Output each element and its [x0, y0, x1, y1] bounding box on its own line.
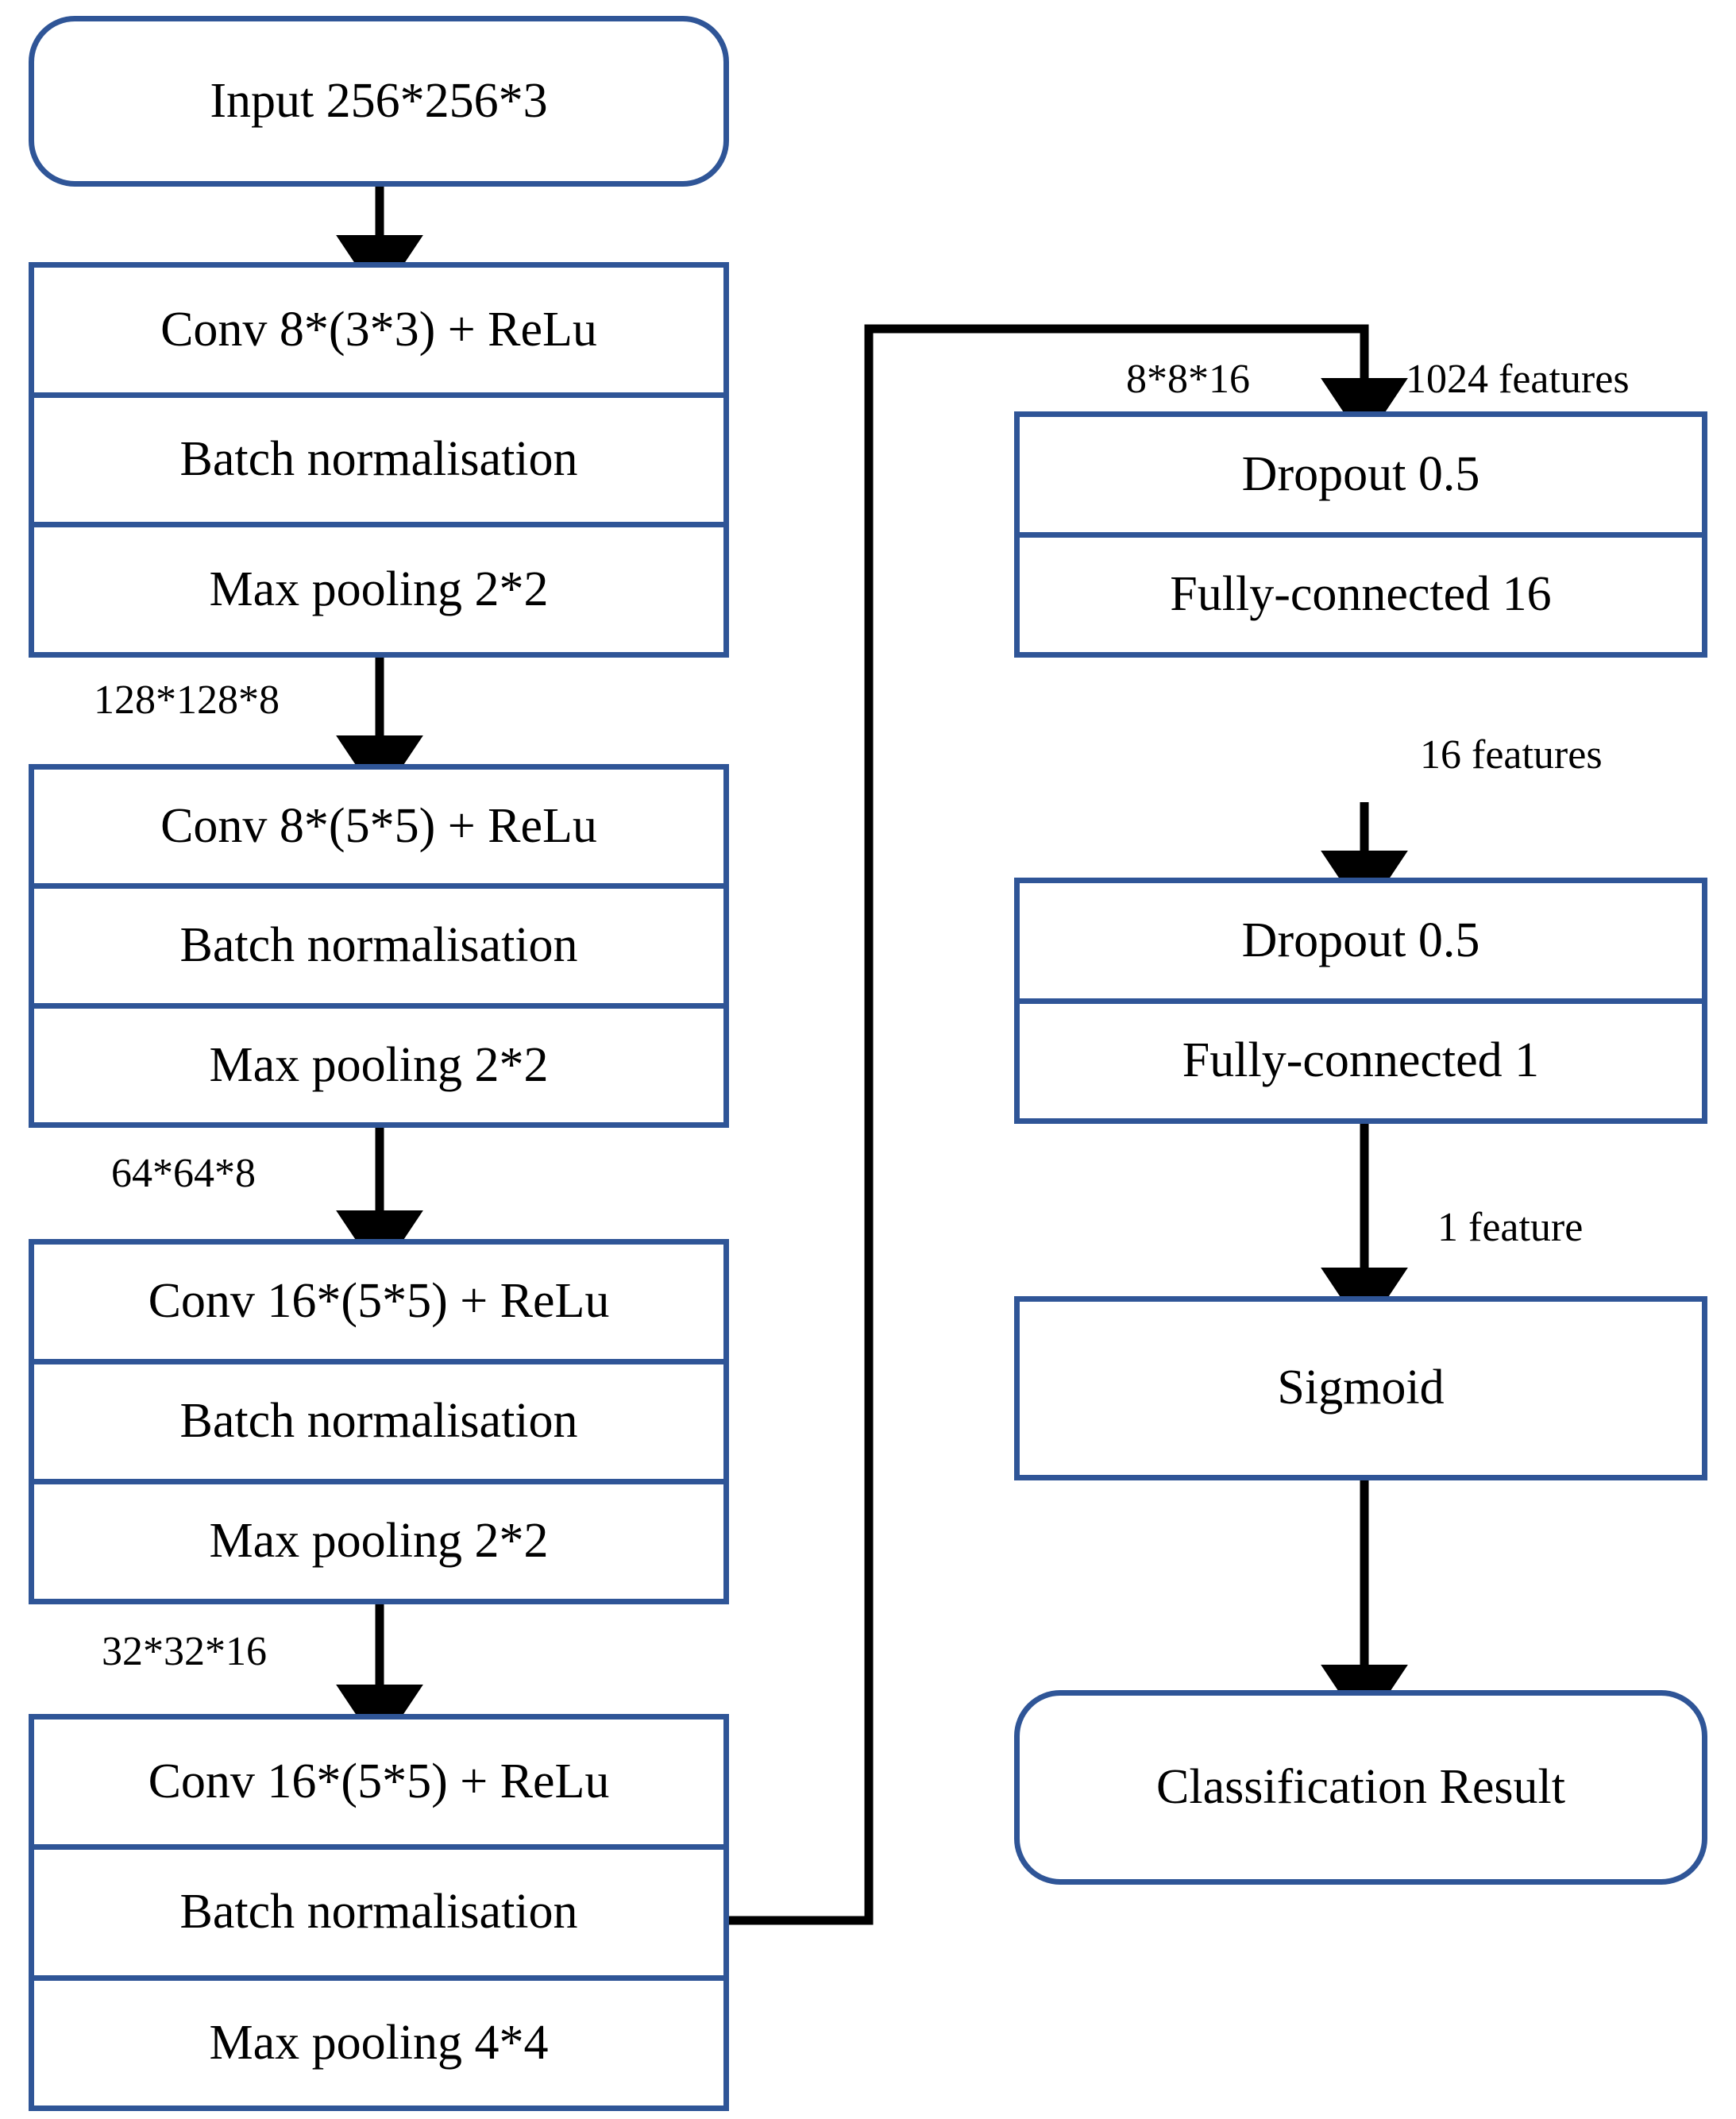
conv-block-2-row-conv[interactable]: Conv 8*(5*5) + ReLu	[34, 770, 723, 890]
conv-block-1-row-batchnorm[interactable]: Batch normalisation	[34, 398, 723, 528]
conv-block-2-row-maxpool[interactable]: Max pooling 2*2	[34, 1009, 723, 1122]
conv-block-1-row-conv-label: Conv 8*(3*3) + ReLu	[160, 302, 597, 357]
conv-block-4[interactable]: Conv 16*(5*5) + ReLu Batch normalisation…	[29, 1714, 729, 2111]
dense-block-1-row-fc-label: Fully-connected 16	[1170, 567, 1552, 622]
conv-block-2-row-batchnorm[interactable]: Batch normalisation	[34, 889, 723, 1009]
node-sigmoid-label: Sigmoid	[1277, 1361, 1445, 1415]
dense-block-2-row-fc-label: Fully-connected 1	[1182, 1033, 1540, 1088]
conv-block-3-row-batchnorm[interactable]: Batch normalisation	[34, 1364, 723, 1484]
dense-block-2[interactable]: Dropout 0.5 Fully-connected 1	[1014, 878, 1707, 1124]
conv-block-2[interactable]: Conv 8*(5*5) + ReLu Batch normalisation …	[29, 764, 729, 1128]
edge-label-64x64x8: 64*64*8	[111, 1151, 256, 1196]
conv-block-2-row-conv-label: Conv 8*(5*5) + ReLu	[160, 799, 597, 854]
conv-block-3-row-maxpool-label: Max pooling 2*2	[209, 1514, 549, 1569]
edge-label-32x32x16: 32*32*16	[102, 1629, 267, 1674]
conv-block-1-row-conv[interactable]: Conv 8*(3*3) + ReLu	[34, 268, 723, 398]
conv-block-4-row-batchnorm[interactable]: Batch normalisation	[34, 1850, 723, 1981]
conv-block-1-row-batchnorm-label: Batch normalisation	[179, 432, 578, 487]
conv-block-3-row-conv[interactable]: Conv 16*(5*5) + ReLu	[34, 1245, 723, 1364]
dense-block-1-row-dropout-label: Dropout 0.5	[1241, 446, 1480, 501]
dense-block-2-row-dropout[interactable]: Dropout 0.5	[1020, 883, 1702, 1004]
conv-block-3-row-maxpool[interactable]: Max pooling 2*2	[34, 1484, 723, 1599]
conv-block-1-row-maxpool-label: Max pooling 2*2	[209, 562, 549, 617]
node-sigmoid[interactable]: Sigmoid	[1014, 1296, 1707, 1480]
dense-block-1-row-fc[interactable]: Fully-connected 16	[1020, 538, 1702, 653]
conv-block-4-row-conv[interactable]: Conv 16*(5*5) + ReLu	[34, 1720, 723, 1851]
node-classification-result[interactable]: Classification Result	[1014, 1690, 1707, 1885]
conv-block-4-row-conv-label: Conv 16*(5*5) + ReLu	[148, 1754, 610, 1809]
conv-block-1-row-maxpool[interactable]: Max pooling 2*2	[34, 527, 723, 652]
node-input-label: Input 256*256*3	[210, 73, 548, 128]
conv-block-2-row-batchnorm-label: Batch normalisation	[179, 918, 578, 973]
conv-block-4-row-batchnorm-label: Batch normalisation	[179, 1885, 578, 1940]
conv-block-3[interactable]: Conv 16*(5*5) + ReLu Batch normalisation…	[29, 1239, 729, 1604]
conv-block-2-row-maxpool-label: Max pooling 2*2	[209, 1037, 549, 1092]
node-input[interactable]: Input 256*256*3	[29, 16, 729, 187]
node-classification-result-label: Classification Result	[1156, 1759, 1565, 1814]
conv-block-4-row-maxpool[interactable]: Max pooling 4*4	[34, 1981, 723, 2105]
edge-label-1-feature: 1 feature	[1437, 1205, 1584, 1250]
dense-block-1[interactable]: Dropout 0.5 Fully-connected 16	[1014, 411, 1707, 658]
dense-block-2-row-fc[interactable]: Fully-connected 1	[1020, 1004, 1702, 1119]
edge-label-1024-features: 1024 features	[1406, 357, 1630, 402]
conv-block-4-row-maxpool-label: Max pooling 4*4	[209, 2015, 549, 2070]
conv-block-3-row-conv-label: Conv 16*(5*5) + ReLu	[148, 1274, 610, 1329]
conv-block-3-row-batchnorm-label: Batch normalisation	[179, 1394, 578, 1449]
conv-block-1[interactable]: Conv 8*(3*3) + ReLu Batch normalisation …	[29, 262, 729, 658]
edge-label-128x128x8: 128*128*8	[94, 677, 280, 723]
edge-label-16-features: 16 features	[1420, 732, 1603, 778]
edge-label-8x8x16: 8*8*16	[1126, 357, 1250, 402]
dense-block-2-row-dropout-label: Dropout 0.5	[1241, 913, 1480, 967]
dense-block-1-row-dropout[interactable]: Dropout 0.5	[1020, 417, 1702, 538]
